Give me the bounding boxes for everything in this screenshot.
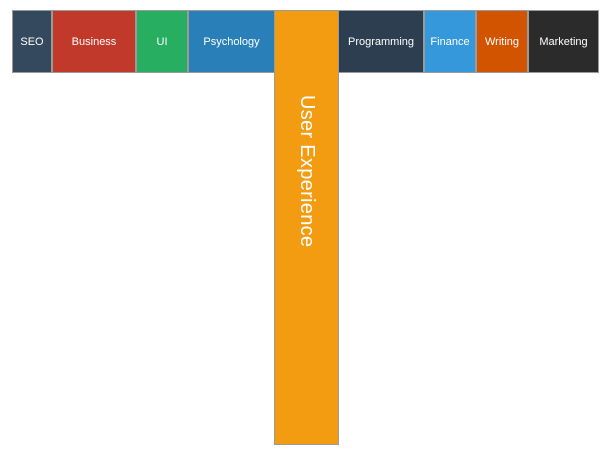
menu-item-business[interactable]: Business (52, 10, 136, 73)
menu-item-ui[interactable]: UI (136, 10, 188, 73)
menu-item-user-experience-expanded[interactable]: User Experience (274, 10, 339, 445)
menu-item-label: SEO (20, 35, 44, 48)
menu-item-label: User Experience (295, 95, 318, 248)
menu-item-label: Programming (347, 35, 415, 48)
menu-item-programming[interactable]: Programming (338, 10, 424, 73)
menu-item-marketing[interactable]: Marketing (528, 10, 599, 73)
menu-item-label: Writing (484, 35, 520, 48)
menu-item-seo[interactable]: SEO (12, 10, 52, 73)
menu-item-finance[interactable]: Finance (424, 10, 476, 73)
menu-item-label: UI (156, 35, 168, 48)
menu-item-psychology[interactable]: Psychology (188, 10, 275, 73)
menu-item-label: Marketing (539, 35, 588, 48)
menu-item-writing[interactable]: Writing (476, 10, 528, 73)
menu-item-label: Business (71, 35, 117, 48)
menu-item-label: Finance (430, 35, 470, 48)
menu-item-label: Psychology (203, 35, 260, 48)
